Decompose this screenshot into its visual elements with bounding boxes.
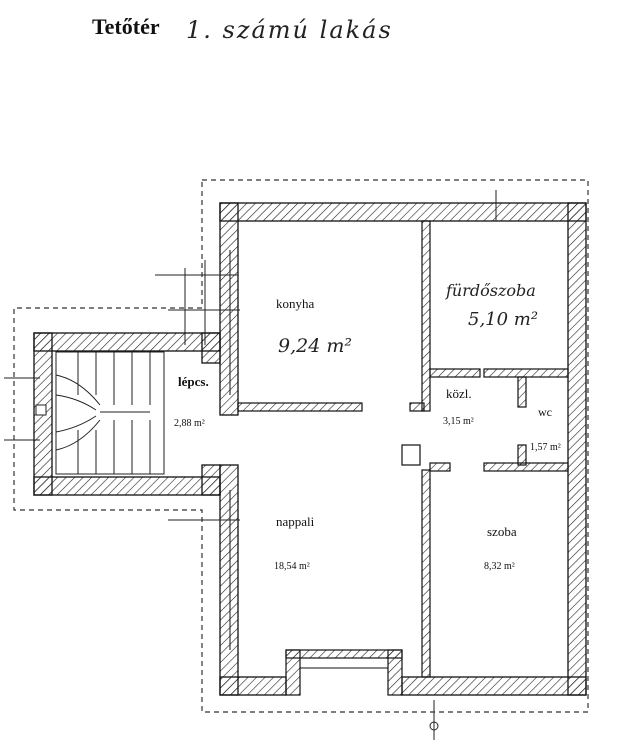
- roof-outline: [13, 179, 589, 713]
- page-title: Tetőtér: [92, 14, 160, 39]
- staircase: [35, 351, 165, 475]
- interior-walls: [237, 220, 569, 678]
- room-nappali-name: nappali: [276, 514, 315, 529]
- room-konyha-area: 9,24 m²: [278, 335, 352, 357]
- dimension-ticks: [4, 190, 497, 740]
- room-nappali-area: 18,54 m²: [274, 561, 310, 572]
- room-lepcs-area: 2,88 m²: [174, 418, 205, 429]
- room-furdoszoba-name: fürdőszoba: [445, 281, 536, 300]
- room-konyha-name: konyha: [276, 296, 315, 311]
- room-wc-area: 1,57 m²: [530, 442, 561, 453]
- room-szoba-area: 8,32 m²: [484, 561, 515, 572]
- stair-walls: [33, 332, 221, 496]
- outer-walls: [219, 202, 587, 696]
- room-szoba-name: szoba: [487, 524, 517, 539]
- room-wc-name: wc: [538, 405, 552, 419]
- bottom-bay: [285, 649, 403, 696]
- handwritten-subtitle: 1. számú lakás: [186, 16, 393, 44]
- room-lepcs-name: lépcs.: [178, 374, 209, 389]
- room-kozl-name: közl.: [446, 386, 472, 401]
- room-furdoszoba-area: 5,10 m²: [468, 309, 538, 330]
- room-kozl-area: 3,15 m²: [443, 416, 474, 427]
